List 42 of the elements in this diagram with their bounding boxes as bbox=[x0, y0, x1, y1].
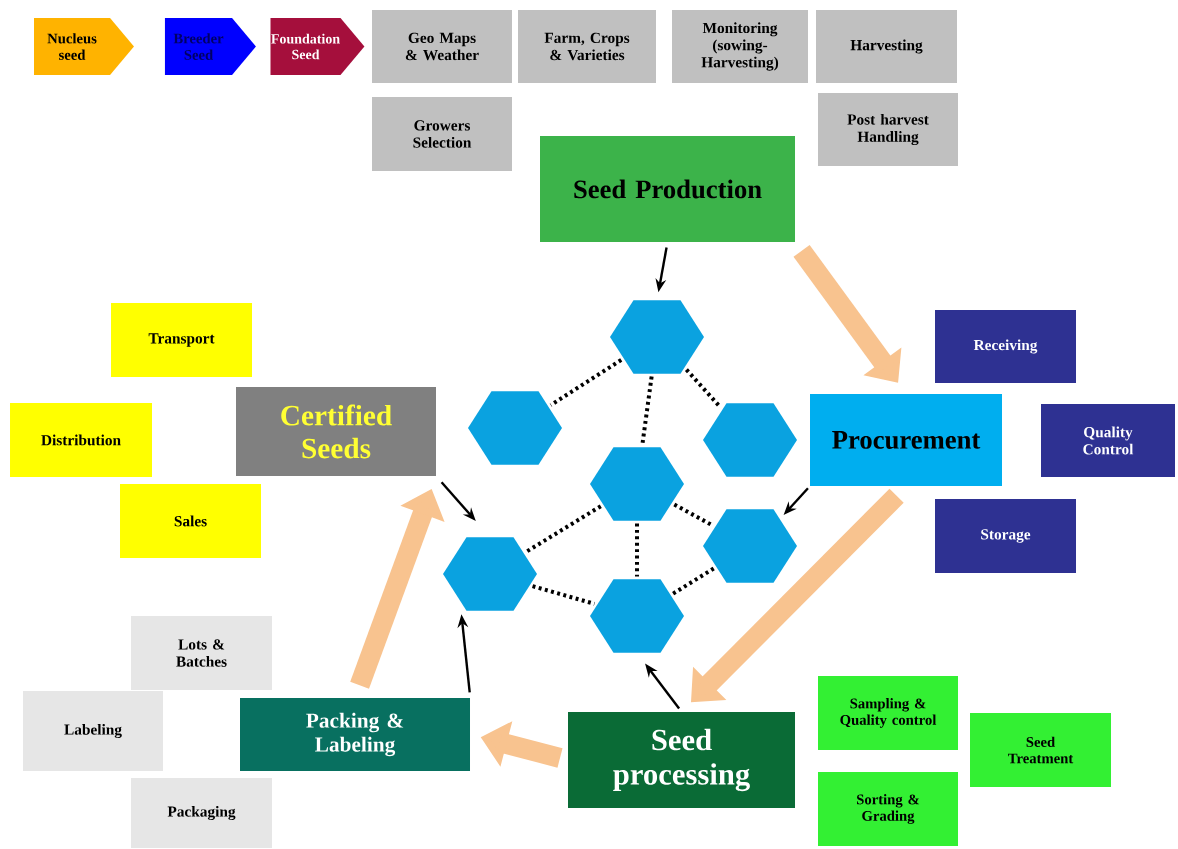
block-arrow bbox=[793, 244, 902, 383]
info-box: Sales bbox=[120, 484, 261, 558]
dotted-link bbox=[525, 504, 602, 554]
stage-box: Packing & Labeling bbox=[240, 698, 470, 771]
info-box: Sorting & Grading bbox=[818, 772, 958, 846]
info-box: Sampling & Quality control bbox=[818, 676, 958, 750]
stage-box: Seed processing bbox=[568, 712, 795, 808]
info-box: Farm, Crops & Varieties bbox=[518, 10, 656, 83]
info-box: Transport bbox=[111, 303, 252, 377]
hexagon bbox=[610, 300, 704, 374]
stage-box: Procurement bbox=[810, 394, 1002, 486]
dotted-link bbox=[635, 523, 639, 577]
dotted-link bbox=[640, 376, 654, 445]
info-box: Receiving bbox=[935, 310, 1076, 383]
info-box: Labeling bbox=[23, 691, 163, 771]
hexagon bbox=[590, 447, 684, 521]
info-box: Quality Control bbox=[1041, 404, 1175, 477]
stage-box: Seed Production bbox=[540, 136, 795, 242]
info-box: Growers Selection bbox=[372, 97, 512, 171]
chevron-tag: Breeder Seed bbox=[164, 18, 256, 75]
hexagon bbox=[443, 537, 537, 611]
dotted-link bbox=[673, 502, 714, 528]
hexagon bbox=[590, 579, 684, 653]
info-box: Monitoring (sowing-Harvesting) bbox=[672, 10, 808, 83]
dotted-link bbox=[532, 584, 595, 606]
info-box: Lots & Batches bbox=[131, 616, 272, 690]
stage-box: Certified Seeds bbox=[236, 387, 436, 476]
chevron-tag: Foundation Seed bbox=[270, 18, 365, 75]
info-box: Packaging bbox=[131, 778, 272, 848]
info-box: Seed Treatment bbox=[970, 713, 1111, 787]
info-box: Geo Maps & Weather bbox=[372, 10, 512, 83]
info-box: Harvesting bbox=[816, 10, 957, 83]
info-box: Post harvest Handling bbox=[818, 93, 958, 166]
chevron-tag: Nucleus seed bbox=[33, 18, 134, 75]
info-box: Storage bbox=[935, 499, 1076, 573]
dotted-link bbox=[672, 566, 715, 596]
hexagon bbox=[703, 509, 797, 583]
dotted-link bbox=[549, 358, 623, 407]
dotted-link bbox=[684, 368, 723, 409]
hexagon bbox=[703, 403, 797, 477]
hexagon bbox=[468, 391, 562, 465]
info-box: Distribution bbox=[10, 403, 152, 477]
